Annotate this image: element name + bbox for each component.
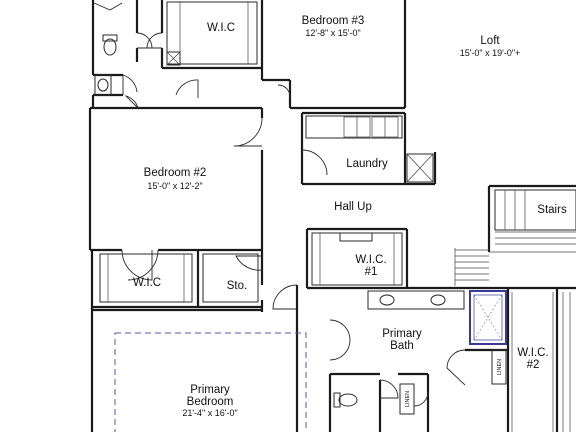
linen-label: LINEN: [497, 359, 503, 375]
room-labels: W.I.C Bedroom #3 12'-8" x 15'-0" Loft 15…: [133, 15, 567, 418]
walls: [88, 0, 576, 432]
wic1-name: W.I.C.: [355, 254, 386, 266]
shower-icon: [469, 290, 507, 345]
bedroom3-dims: 12'-8" x 15'-0": [305, 28, 360, 38]
primary-bedroom-name: Primary: [190, 384, 230, 396]
sink-icon: [379, 294, 446, 306]
wic-bed2-name: W.I.C: [133, 277, 161, 289]
casework: [99, 1, 576, 432]
bedroom2-dims: 15'-0" x 12'-2": [147, 181, 202, 191]
bedroom3-name: Bedroom #3: [302, 15, 365, 27]
toilet-icon: [333, 392, 358, 408]
laundry-name: Laundry: [346, 158, 388, 170]
primary-bedroom-name2: Bedroom: [187, 396, 234, 408]
linen-label: LINEN: [405, 391, 411, 407]
primary-bath-name: Primary: [382, 328, 422, 340]
storage-name: Sto.: [227, 280, 247, 292]
loft-dims: 15'-0" x 19'-0"+: [460, 48, 521, 58]
loft-name: Loft: [480, 35, 500, 47]
doors: [93, 2, 466, 407]
toilet-icon: [102, 34, 118, 56]
wic1-number: #1: [365, 266, 378, 278]
fixtures: [94, 34, 507, 408]
primary-bedroom-dims: 21'-4" x 16'-0": [182, 408, 237, 418]
sink-icon: [94, 74, 112, 96]
hall-name: Hall Up: [334, 201, 372, 213]
stairs-name: Stairs: [537, 204, 567, 216]
wic-top-label: W.I.C: [207, 22, 235, 34]
wic2-number: #2: [527, 359, 540, 371]
wic2-name: W.I.C.: [517, 347, 548, 359]
bedroom2-name: Bedroom #2: [144, 167, 207, 179]
tray-ceiling-outline: [114, 332, 307, 432]
primary-bath-name2: Bath: [390, 340, 414, 352]
